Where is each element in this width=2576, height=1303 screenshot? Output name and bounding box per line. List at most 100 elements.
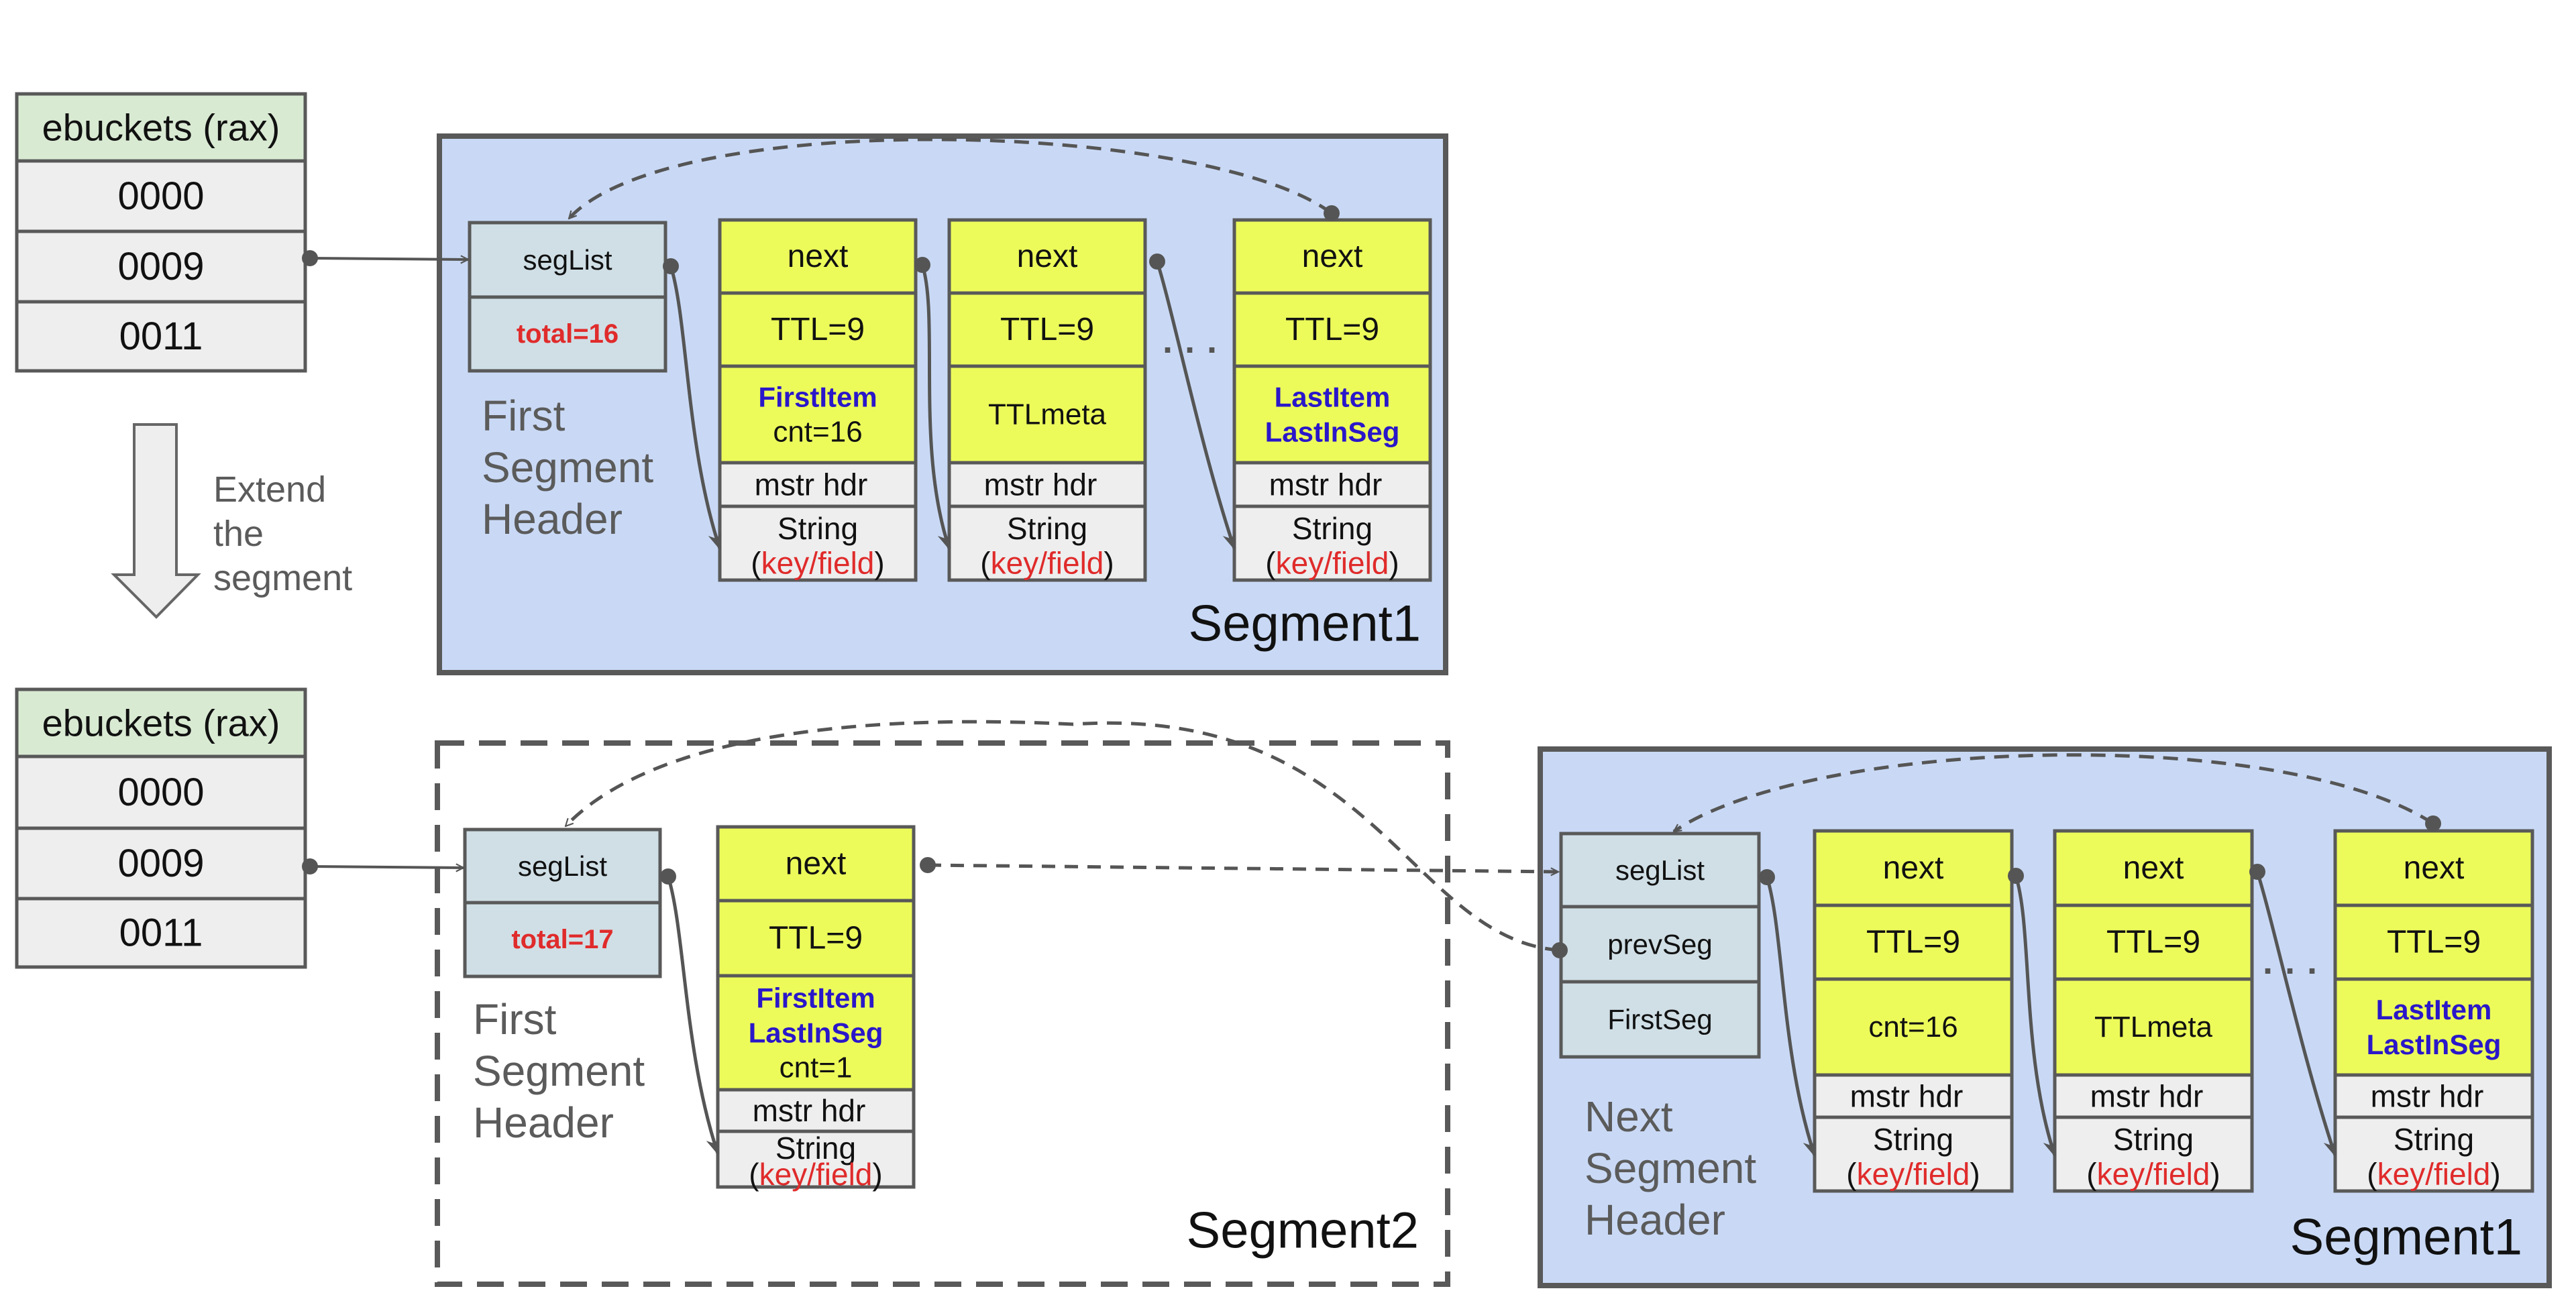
item-ttl-cell [718, 291, 918, 368]
item-mstr-hdr-label: mstr hdr [1269, 467, 1383, 502]
item-key-field-label: (key/field) [2086, 1157, 2220, 1192]
paren-close: ) [874, 546, 884, 581]
item-next-cell [716, 825, 916, 903]
ellipsis: · · · [2263, 951, 2319, 991]
item-ttl-label: TTL=9 [1000, 312, 1094, 347]
paren-close: ) [2490, 1157, 2500, 1192]
key-field-text: key/field [759, 1157, 873, 1192]
paren-close: ) [872, 1157, 882, 1192]
item-key-field-label: (key/field) [749, 1157, 882, 1192]
segment-header-label: First [482, 392, 566, 440]
item-ttl-cell [716, 899, 916, 978]
item-mstr-hdr-cell [947, 461, 1147, 508]
item-string-cell [947, 504, 1147, 582]
item-ttl-label: TTL=9 [1866, 925, 1960, 960]
item-mstr-hdr-label: mstr hdr [2090, 1079, 2204, 1114]
ebuckets-row [15, 897, 307, 969]
bucket-to-seglist-arrow [309, 866, 464, 868]
paren-open: ( [2367, 1157, 2377, 1192]
item-meta-text: FirstItem [758, 382, 877, 413]
seglist-header-cell [463, 901, 662, 978]
item-mstr-hdr-label: mstr hdr [1850, 1079, 1964, 1114]
item-string-cell [1232, 504, 1432, 582]
item-key-field-label: (key/field) [2367, 1157, 2500, 1192]
paren-open: ( [1265, 546, 1276, 581]
item-meta-text: LastInSeg [749, 1017, 883, 1049]
header-cell-text: segList [518, 850, 607, 882]
next-pointer-arrow [2255, 871, 2337, 1157]
item-next-cell [947, 218, 1147, 295]
item-string-cell [2333, 1115, 2534, 1193]
item-meta-cell [718, 364, 918, 465]
item-meta-text: cnt=16 [773, 416, 862, 449]
next-pointer-arrow [669, 266, 722, 551]
item-next-label: next [788, 239, 849, 274]
seglist-header-cell [1559, 980, 1761, 1059]
item-next-label: next [2404, 850, 2465, 886]
paren-open: ( [751, 546, 761, 581]
item-string-label: String [775, 1131, 856, 1166]
segment-title: Segment1 [2290, 1209, 2522, 1266]
item-next-label: next [1302, 239, 1363, 274]
ebuckets-row [15, 300, 307, 373]
item-ttl-label: TTL=9 [2106, 925, 2200, 960]
segment-title: Segment1 [1189, 596, 1421, 653]
item-ttl-label: TTL=9 [771, 312, 865, 347]
key-field-text: key/field [2097, 1157, 2210, 1192]
bucket-to-seglist-arrow [309, 258, 468, 260]
segment-header-label: Header [473, 1098, 614, 1147]
item-string-label: String [1873, 1122, 1953, 1157]
ebuckets-key: 0011 [119, 911, 203, 955]
item-ttl-label: TTL=9 [1285, 312, 1379, 347]
item-string-cell [716, 1129, 916, 1189]
item-meta-text: LastItem [2376, 994, 2492, 1025]
paren-open: ( [1846, 1157, 1857, 1192]
item-meta-cell [2053, 977, 2254, 1077]
item-meta-text: cnt=16 [1868, 1011, 1957, 1043]
segment-header-label: Segment [473, 1047, 645, 1095]
item-next-cell [1232, 218, 1432, 295]
item-mstr-hdr-cell [1813, 1073, 2014, 1119]
key-field-text: key/field [1857, 1157, 1970, 1192]
item-mstr-hdr-cell [1232, 461, 1432, 508]
header-cell-text: FirstSeg [1607, 1004, 1712, 1035]
item-key-field-label: (key/field) [1846, 1157, 1980, 1192]
item-ttl-label: TTL=9 [2387, 925, 2481, 960]
next-pointer-arrow [1155, 261, 1236, 551]
item-meta-text: LastItem [1275, 382, 1391, 413]
ebuckets-key: 0011 [119, 315, 203, 358]
item-meta-cell [716, 974, 916, 1092]
item-mstr-hdr-label: mstr hdr [984, 467, 1097, 502]
segment-title: Segment2 [1187, 1202, 1419, 1259]
segment-header-label: First [473, 995, 557, 1043]
ebuckets-row [15, 229, 307, 304]
item-mstr-hdr-label: mstr hdr [2371, 1079, 2484, 1114]
item-mstr-hdr-cell [2053, 1073, 2254, 1119]
paren-open: ( [2086, 1157, 2097, 1192]
item-mstr-hdr-label: mstr hdr [753, 1093, 866, 1128]
paren-close: ) [2210, 1157, 2220, 1192]
seglist-header-cell [1559, 905, 1761, 984]
ebuckets-key: 0000 [117, 771, 204, 814]
seglist-header-cell [1559, 832, 1761, 909]
ebuckets-title: ebuckets (rax) [42, 702, 280, 744]
extend-label: segment [213, 558, 352, 598]
key-field-text: key/field [2377, 1157, 2491, 1192]
extend-down-arrow-icon [111, 423, 201, 619]
item-ttl-label: TTL=9 [769, 921, 863, 956]
paren-close: ) [1104, 546, 1114, 581]
item-string-label: String [1292, 511, 1373, 546]
extend-label: Extend [213, 469, 326, 510]
item-meta-text: TTLmeta [988, 398, 1107, 431]
next-to-next-segment-dashed-arrow [927, 863, 1558, 872]
paren-open: ( [749, 1157, 759, 1192]
item-string-label: String [777, 511, 858, 546]
item-next-label: next [1017, 239, 1078, 274]
prevseg-to-seglist-dashed-arrow [564, 720, 1560, 952]
segment-header-label: Header [482, 495, 623, 543]
item-mstr-hdr-label: mstr hdr [755, 467, 868, 502]
next-pointer-arrow [666, 876, 720, 1155]
segment-header-label: Header [1585, 1196, 1725, 1244]
ellipsis: · · · [1163, 330, 1219, 370]
seglist-header-cell [468, 295, 667, 373]
